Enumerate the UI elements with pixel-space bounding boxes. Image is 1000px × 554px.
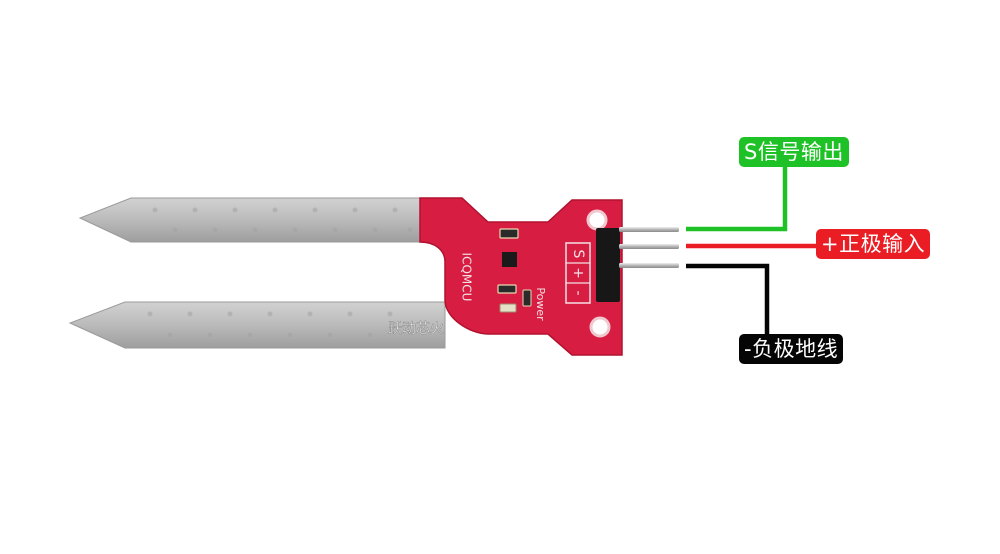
power-input-label: +正极输入 (816, 229, 931, 259)
lower-probe (68, 301, 446, 349)
smd-resistor (499, 228, 519, 239)
signal-output-label: S信号输出 (739, 137, 849, 167)
ground-wire (686, 263, 770, 336)
pin-label-box (565, 242, 591, 304)
pin-header (596, 227, 679, 302)
smd-chip (502, 252, 517, 267)
smd-capacitor (497, 284, 517, 294)
brand-silkscreen: ICQMCU (460, 253, 474, 302)
ground-label: -负极地线 (739, 334, 844, 364)
pin-label-s: S (570, 250, 586, 259)
upper-probe (78, 197, 427, 243)
power-silkscreen: Power (534, 287, 547, 321)
signal-wire (686, 165, 788, 232)
mounting-hole-bottom (589, 316, 611, 338)
pin-label-plus: + (570, 267, 586, 279)
power-led (499, 303, 517, 313)
pcb-board: S + - ICQMCU Power 跃动芯火 (388, 197, 623, 356)
pin-ground (619, 263, 679, 268)
mounting-hole-top (586, 209, 608, 231)
pin-signal (619, 227, 679, 232)
smd-resistor-2 (522, 289, 532, 307)
watermark: 跃动芯火 (388, 321, 444, 337)
pin-label-minus: - (570, 290, 586, 295)
pin-power (619, 244, 679, 249)
